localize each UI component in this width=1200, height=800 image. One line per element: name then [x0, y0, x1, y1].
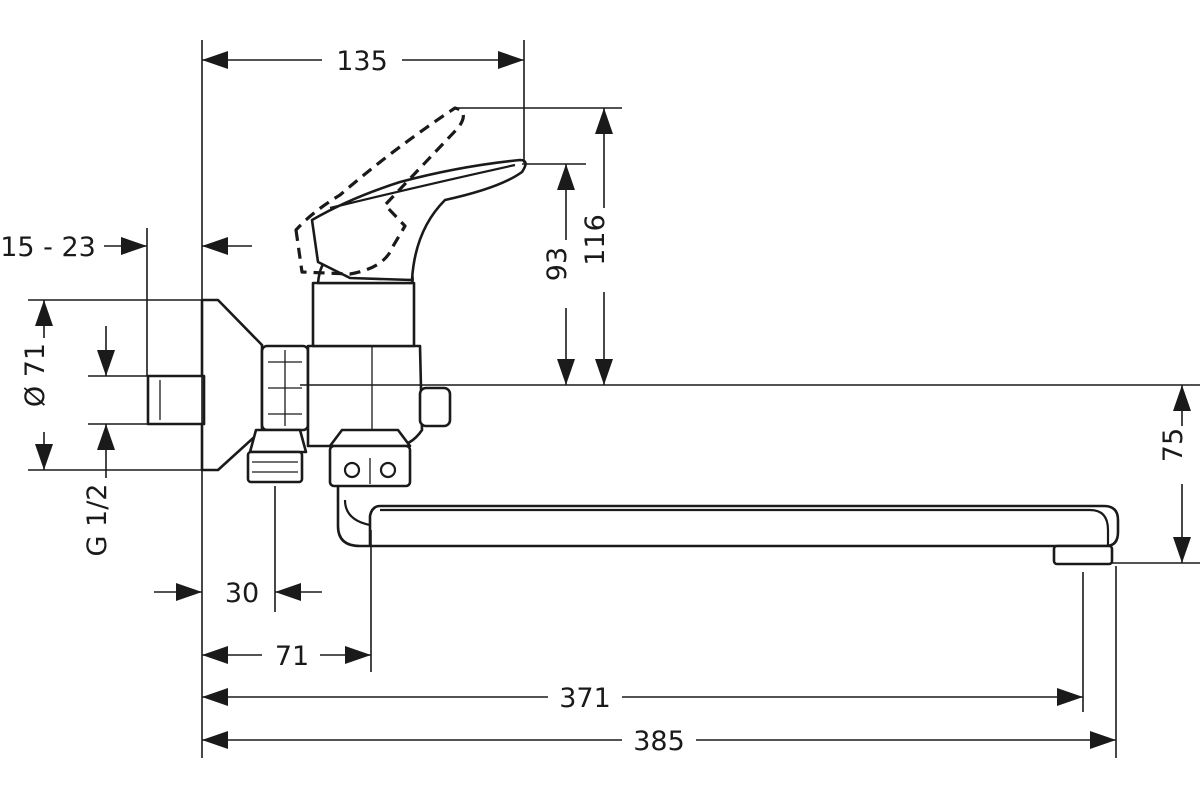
eccentric-connector — [146, 374, 206, 426]
dim-label-371: 371 — [559, 683, 611, 714]
dim-label-71: 71 — [275, 641, 309, 672]
dim-label-135: 135 — [336, 46, 388, 77]
lever-alternate-position — [294, 106, 465, 276]
lever-handle — [310, 158, 527, 282]
dim-label-93: 93 — [542, 247, 573, 281]
diverter-knob — [418, 386, 452, 428]
spout — [336, 486, 1120, 548]
inlet-thread-stub — [246, 450, 304, 484]
aerator — [1052, 544, 1114, 566]
dim-label-385: 385 — [633, 726, 685, 757]
dim-label-diameter-71: Ø 71 — [20, 343, 51, 407]
dim-label-75: 75 — [1158, 428, 1189, 462]
dim-label-15-23: 15 - 23 — [0, 232, 96, 263]
dim-label-g-1-2: G 1/2 — [82, 484, 113, 557]
cartridge-housing — [311, 281, 416, 348]
dimension-labels: 135 116 93 75 15 - 23 Ø 71 G 1/2 30 71 3… — [0, 46, 1189, 757]
faucet-outline — [146, 106, 1120, 566]
dim-label-116: 116 — [580, 214, 611, 266]
dim-label-30: 30 — [225, 578, 259, 609]
dimension-lines — [28, 40, 1200, 758]
